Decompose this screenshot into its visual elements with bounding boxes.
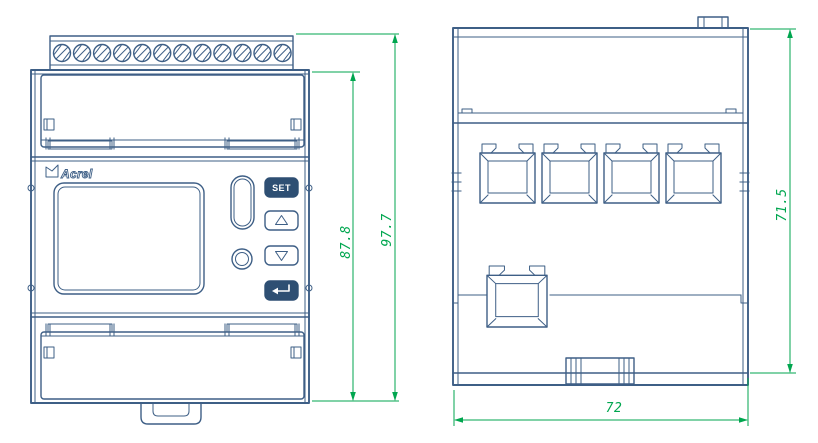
- dimension-annotations: 87.8 97.7 71.5 72: [296, 28, 796, 426]
- terminal-screw: [273, 43, 292, 63]
- side-body: [451, 16, 750, 386]
- terminal-socket: [541, 143, 598, 204]
- din-clip-side: [565, 357, 635, 385]
- ir-window: [230, 175, 255, 230]
- hinge-bar: [47, 323, 113, 333]
- terminal-socket: [479, 143, 536, 204]
- terminal-screw: [233, 43, 252, 63]
- device-body: [27, 69, 313, 404]
- case-pin: [27, 284, 35, 292]
- top-terminal-cover: [40, 74, 305, 150]
- hinge-bar: [226, 323, 298, 333]
- top-mounting-tab: [697, 16, 729, 29]
- hinge-bar: [226, 140, 298, 150]
- dimension-87-8: 87.8: [339, 72, 356, 401]
- case-pin: [305, 284, 313, 292]
- terminal-screw: [132, 43, 152, 63]
- enter-button: [264, 280, 299, 301]
- dimension-label: 72: [606, 401, 623, 416]
- terminal-screw: [72, 43, 92, 63]
- dimension-97-7: 97.7: [380, 34, 398, 401]
- side-view: [451, 16, 750, 386]
- front-view: Acrel SET: [27, 35, 313, 425]
- cover-clip-hole: [43, 118, 55, 131]
- dimension-label: 87.8: [339, 225, 354, 258]
- brand-logo: Acrel: [45, 164, 93, 181]
- terminal-screw: [92, 43, 112, 63]
- terminal-screw: [173, 43, 192, 63]
- case-pin: [305, 184, 313, 192]
- brand-logo-icon: [45, 164, 59, 178]
- terminal-screws: [52, 43, 292, 63]
- terminal-block: [49, 35, 294, 71]
- cover-clip-hole: [290, 346, 302, 359]
- bottom-terminal-cover: [40, 323, 305, 400]
- terminal-socket: [486, 265, 548, 328]
- up-button: [264, 210, 299, 231]
- terminal-screw: [153, 43, 172, 63]
- case-pin: [27, 184, 35, 192]
- terminal-screw: [253, 43, 272, 63]
- brand-logo-text: Acrel: [60, 167, 93, 181]
- seam-latch: [725, 108, 737, 114]
- set-button: SET: [264, 177, 299, 198]
- dimension-71-5: 71.5: [775, 29, 793, 373]
- cover-clip-hole: [43, 346, 55, 359]
- terminal-screw: [213, 43, 232, 63]
- terminal-sockets: [479, 143, 722, 204]
- led-indicator: [231, 248, 253, 270]
- terminal-screw: [112, 43, 132, 63]
- seam-latch: [461, 108, 473, 114]
- lcd-display: [53, 182, 205, 295]
- enter-arrow-icon: [272, 284, 290, 295]
- dimension-72: 72: [454, 401, 748, 423]
- down-button: [264, 245, 299, 266]
- din-rail-clip: [140, 402, 202, 425]
- cover-clip-hole: [290, 118, 302, 131]
- terminal-screw: [193, 43, 212, 63]
- dimension-label: 97.7: [380, 213, 395, 246]
- dimension-label: 71.5: [775, 188, 790, 221]
- terminal-screw: [52, 43, 72, 63]
- terminal-socket: [665, 143, 722, 204]
- edge-latch-ticks: [451, 172, 750, 192]
- mid-seam-line: [452, 294, 749, 304]
- set-button-label: SET: [272, 183, 291, 193]
- bottom-terminal-socket: [486, 265, 548, 328]
- triangle-down-icon: [275, 251, 288, 261]
- terminal-socket: [603, 143, 660, 204]
- hinge-bar: [47, 140, 113, 150]
- triangle-up-icon: [275, 215, 288, 225]
